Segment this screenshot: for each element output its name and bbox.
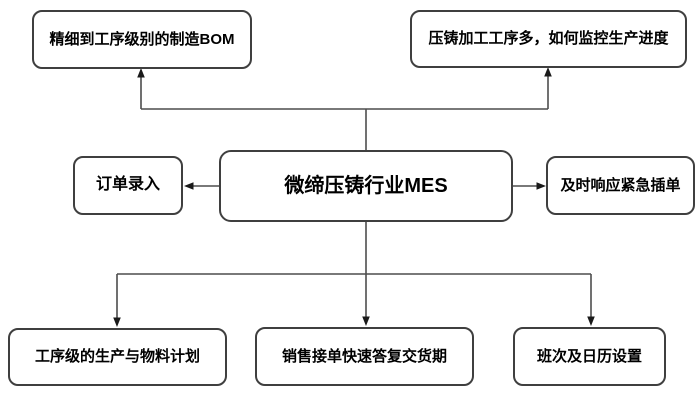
node-production-material-plan: 工序级的生产与物料计划 bbox=[8, 328, 227, 386]
arrowhead-bottom-left bbox=[113, 317, 121, 327]
node-label: 班次及日历设置 bbox=[536, 347, 642, 365]
arrowhead-left bbox=[184, 182, 194, 190]
arrowhead-top-left bbox=[137, 68, 145, 78]
arrowheads bbox=[113, 67, 595, 327]
edge-lines bbox=[116, 74, 592, 321]
node-center-mes: 微缔压铸行业MES bbox=[219, 150, 513, 222]
arrowhead-top-right bbox=[544, 67, 552, 77]
node-label: 工序级的生产与物料计划 bbox=[34, 348, 200, 366]
node-title: 微缔压铸行业MES bbox=[284, 174, 448, 197]
node-label: 压铸加工工序多，如何监控生产进度 bbox=[428, 30, 669, 48]
arrowhead-right bbox=[536, 182, 546, 190]
node-order-entry: 订单录入 bbox=[73, 156, 183, 215]
arrowhead-bottom-right bbox=[587, 316, 595, 326]
node-label: 订单录入 bbox=[95, 176, 160, 194]
node-monitor-production-progress: 压铸加工工序多，如何监控生产进度 bbox=[410, 10, 687, 68]
node-manufacturing-bom: 精细到工序级别的制造BOM bbox=[32, 10, 252, 69]
node-label: 及时响应紧急插单 bbox=[560, 176, 681, 194]
node-label: 销售接单快速答复交货期 bbox=[281, 347, 447, 365]
arrowhead-bottom-mid bbox=[362, 316, 370, 326]
node-delivery-date-reply: 销售接单快速答复交货期 bbox=[255, 327, 474, 386]
node-label: 精细到工序级别的制造BOM bbox=[49, 30, 235, 48]
node-urgent-insert-order: 及时响应紧急插单 bbox=[546, 156, 695, 215]
node-shift-calendar-settings: 班次及日历设置 bbox=[513, 327, 666, 386]
